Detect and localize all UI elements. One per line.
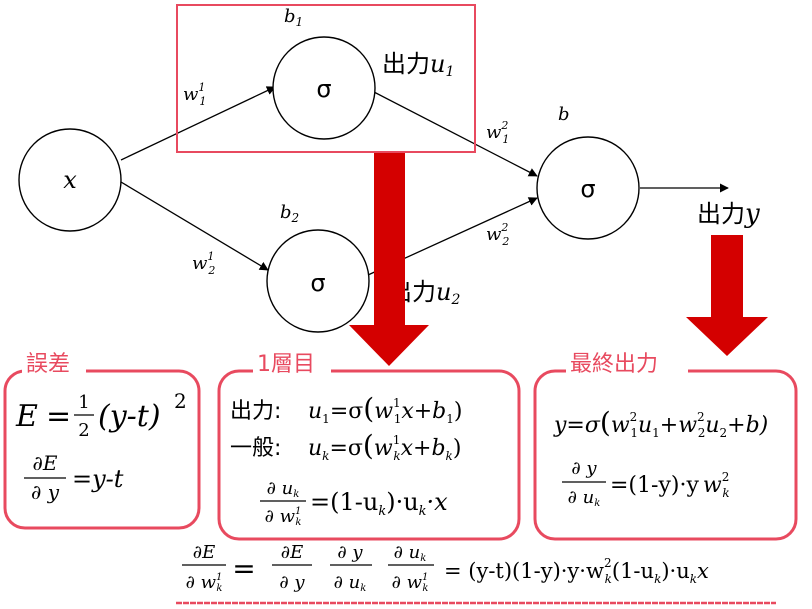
input-node-label: x [63,166,77,194]
output-y-label: 出力y [697,199,760,229]
svg-text:=y-t: =y-t [72,465,124,493]
error-formula: E = 1 2 (y-t) 2 ∂E ∂ y =y-t [15,389,187,504]
svg-text:∂ uk: ∂ uk [394,542,427,564]
down-arrow-layer1 [349,153,429,366]
svg-text:=: = [232,552,255,585]
svg-text:(y-t): (y-t) [98,399,161,434]
svg-text:一般:: 一般: [230,436,281,461]
svg-text:∂ w1k: ∂ w1k [392,572,429,594]
svg-text:2: 2 [78,420,89,441]
bias-b1-label: b1 [284,6,303,29]
svg-text:出力:: 出力: [230,399,281,424]
bias-b-label: b [558,104,570,125]
svg-text:∂E: ∂E [33,451,58,475]
svg-text:2: 2 [174,389,187,413]
svg-text:∂E: ∂E [281,542,303,563]
output-node-label: σ [580,175,595,203]
svg-text:=(1-uk)·uk·x: =(1-uk)·uk·x [310,488,448,519]
hidden-node-2 [266,229,370,333]
svg-text:∂ w1k: ∂ w1k [186,572,223,594]
edge-x-to-h1 [120,86,276,161]
svg-text:E: E [15,399,38,434]
final-output-box [533,369,798,541]
svg-text:∂ y: ∂ y [337,542,363,563]
edge-h1-to-out [373,91,538,177]
hidden-node-1-label: σ [316,75,331,103]
bias-b2-label: b2 [280,202,299,225]
svg-text:∂ y: ∂ y [31,480,60,504]
error-box-title: 誤差 [26,352,70,377]
output-node [536,136,640,240]
final-box-title: 最終出力 [570,352,658,377]
input-node [18,128,122,232]
svg-text:=: = [46,399,71,434]
down-arrow-final [686,235,768,356]
layer1-box-title: 1層目 [257,352,315,377]
edge-x-to-h2 [120,181,269,271]
svg-text:∂ w1k: ∂ w1k [265,506,302,528]
svg-text:∂E: ∂E [193,542,215,563]
svg-text:1: 1 [78,392,89,413]
svg-text:∂ uk: ∂ uk [568,487,601,509]
svg-text:∂ uk: ∂ uk [334,572,367,594]
error-box [3,369,201,530]
layer1-highlight-frame [176,4,476,153]
layer1-box [217,369,521,541]
svg-text:∂ uk: ∂ uk [267,478,300,500]
svg-text:∂ y: ∂ y [279,572,305,593]
hidden-node-2-label: σ [310,269,325,297]
hidden-node-1 [272,36,376,140]
svg-text:∂ y: ∂ y [571,458,597,479]
svg-text:= (y-t)(1-y)·y·w2k(1-uk)·ukx: = (y-t)(1-y)·y·w2k(1-uk)·ukx [444,556,709,586]
output-u1-label: 出力u1 [382,50,454,80]
